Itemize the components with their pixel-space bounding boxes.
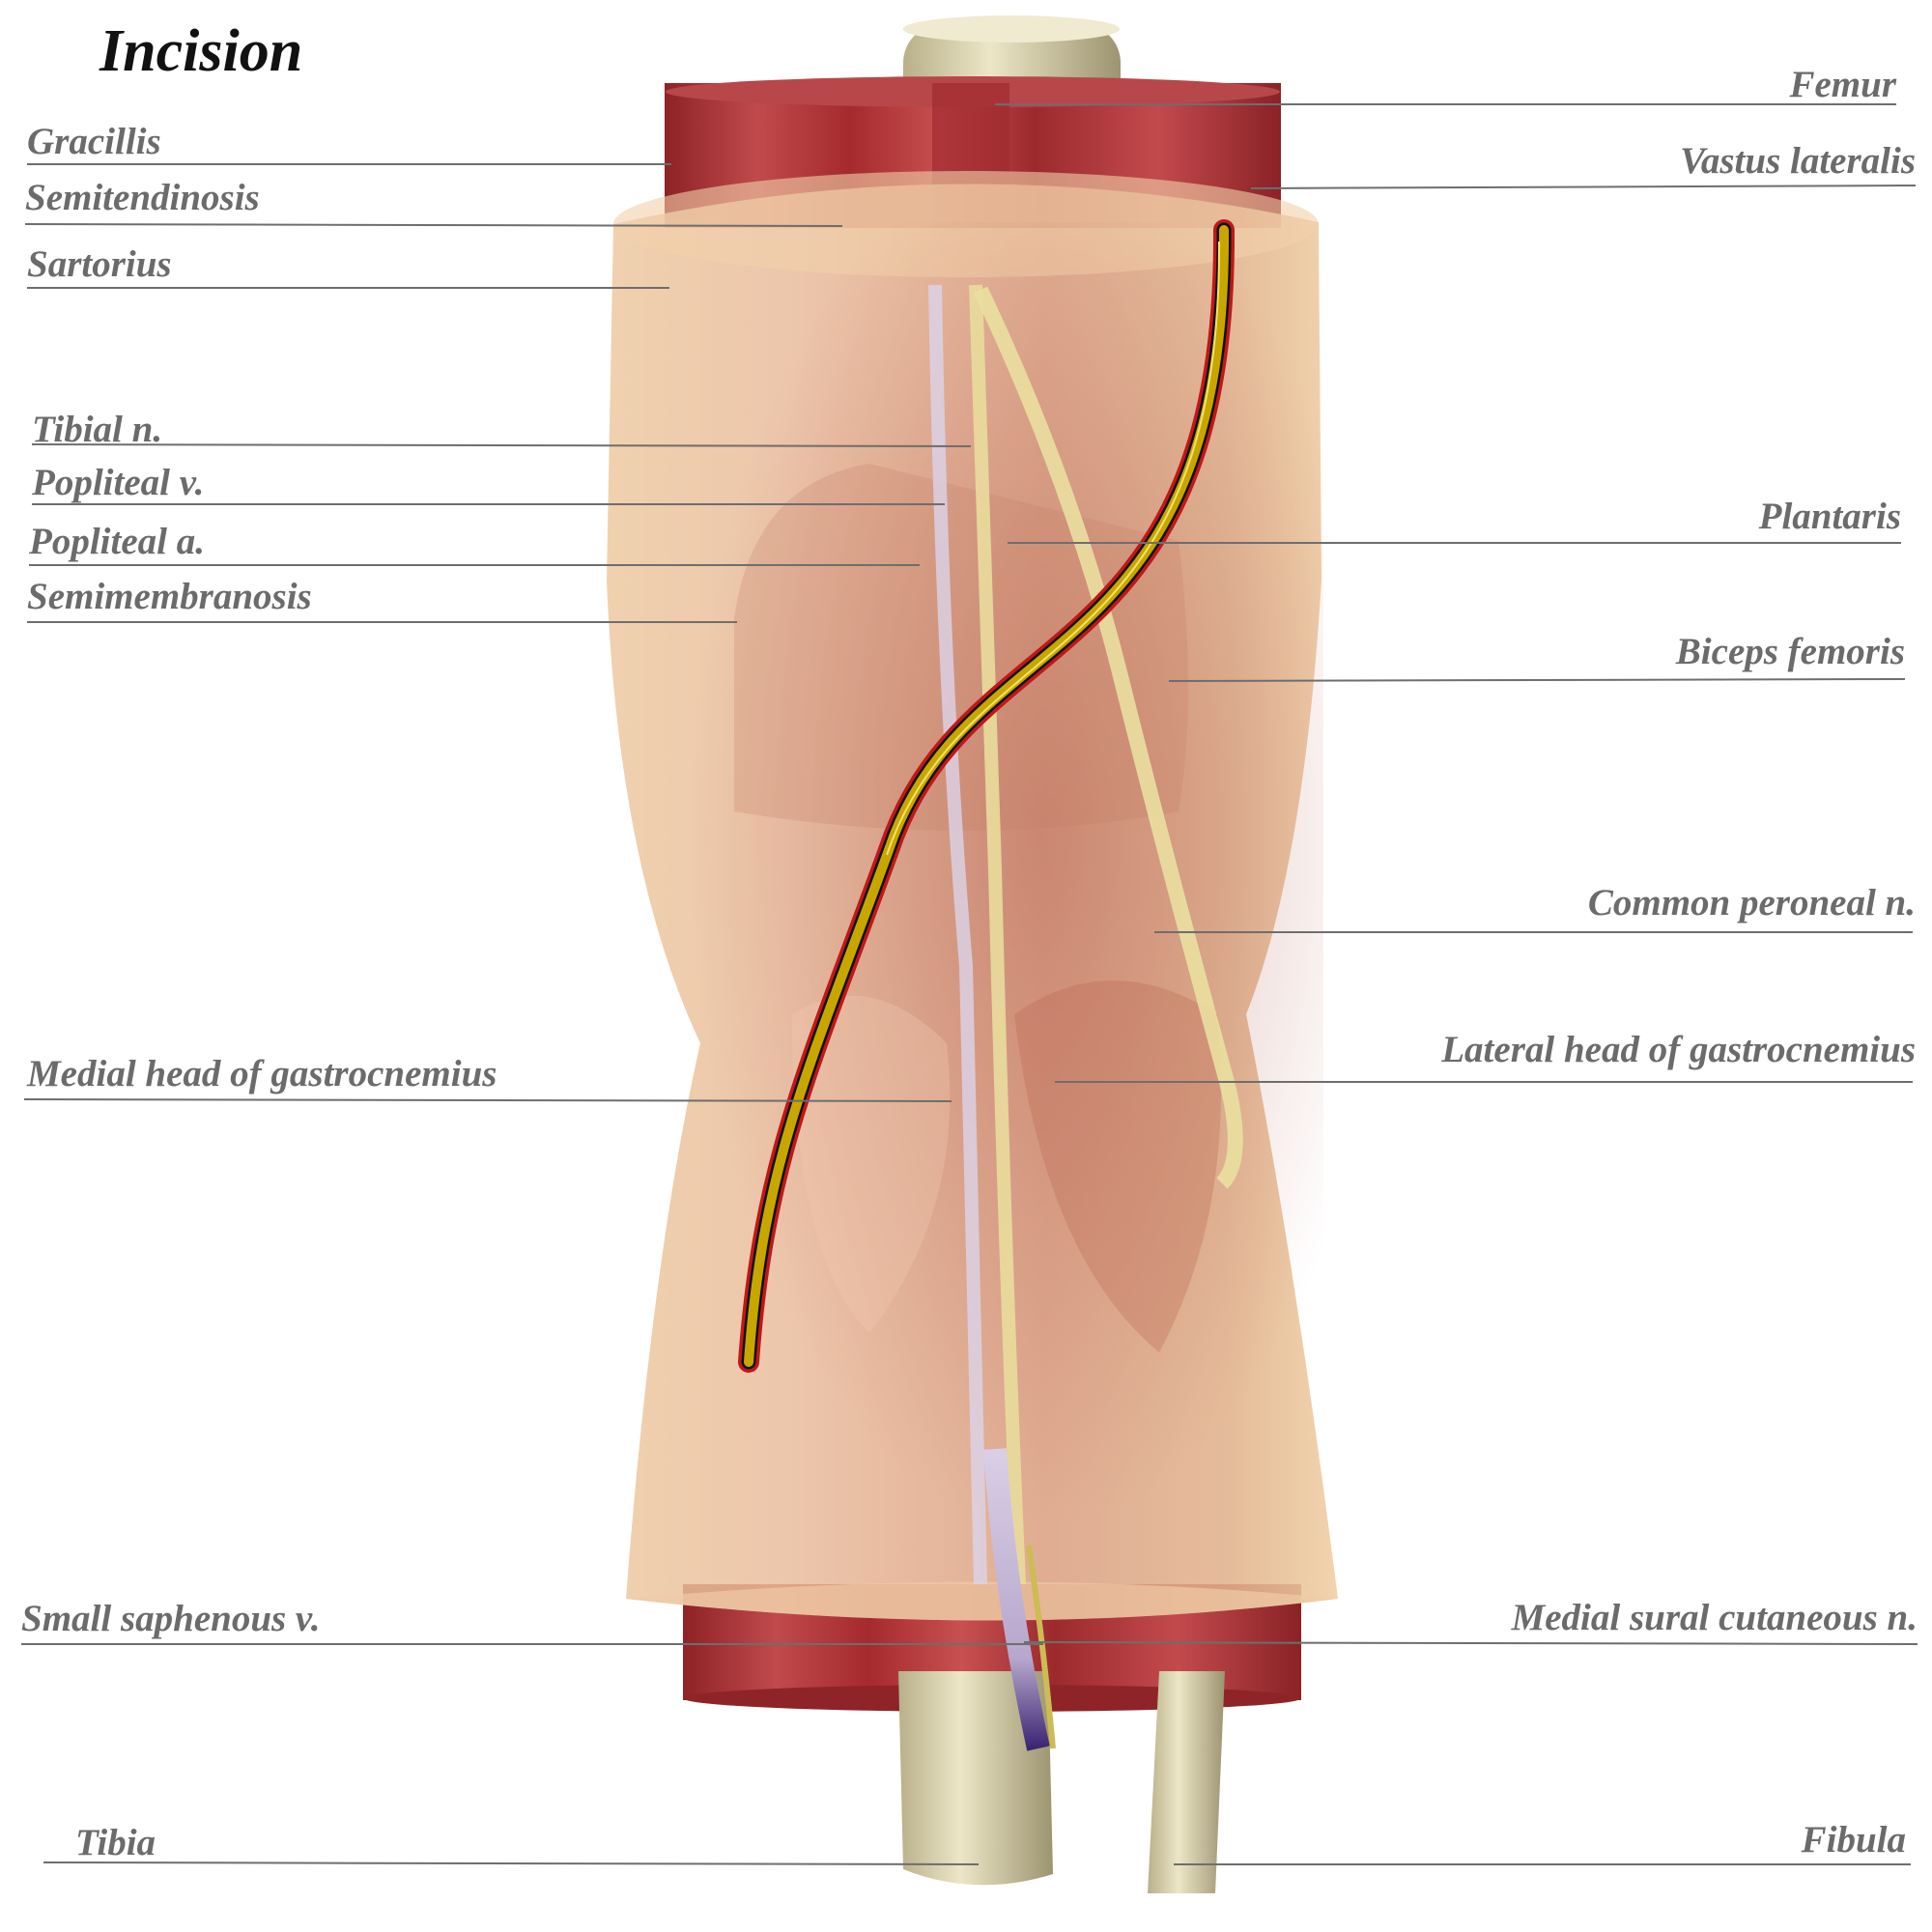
fibula-bone bbox=[1148, 1671, 1225, 1893]
diagram-title: Incision bbox=[99, 18, 303, 84]
label-sartorius: Sartorius bbox=[27, 243, 172, 285]
label-lateral-head-gastrocnemius: Lateral head of gastrocnemius bbox=[1441, 1029, 1916, 1070]
leader-lines bbox=[21, 103, 1918, 1865]
label-tibia: Tibia bbox=[75, 1822, 156, 1863]
label-medial-sural-cutaneous-n: Medial sural cutaneous n. bbox=[1511, 1597, 1918, 1638]
label-biceps-femoris: Biceps femoris bbox=[1675, 631, 1905, 672]
small-saphenous-vein bbox=[983, 1448, 1050, 1751]
label-popliteal-v: Popliteal v. bbox=[32, 462, 205, 503]
label-common-peroneal-n: Common peroneal n. bbox=[1587, 882, 1916, 923]
tibial-nerve bbox=[969, 284, 1026, 1585]
tibia-bone bbox=[898, 1671, 1053, 1886]
label-small-saphenous-v: Small saphenous v. bbox=[21, 1598, 321, 1639]
label-semitendinosis: Semitendinosis bbox=[25, 177, 260, 218]
label-medial-head-gastrocnemius: Medial head of gastrocnemius bbox=[27, 1053, 497, 1094]
label-femur: Femur bbox=[1789, 64, 1896, 105]
label-gracillis: Gracillis bbox=[27, 121, 161, 162]
label-popliteal-a: Popliteal a. bbox=[29, 521, 205, 562]
incision-line bbox=[738, 219, 1236, 1373]
common-peroneal-nerve bbox=[973, 286, 1243, 1189]
label-plantaris: Plantaris bbox=[1758, 496, 1901, 537]
label-fibula: Fibula bbox=[1801, 1819, 1906, 1861]
label-tibial-n: Tibial n. bbox=[32, 409, 163, 450]
label-vastus-lateralis: Vastus lateralis bbox=[1680, 140, 1916, 182]
popliteal-vessels bbox=[928, 284, 987, 1585]
label-semimembranosis: Semimembranosis bbox=[27, 576, 312, 617]
